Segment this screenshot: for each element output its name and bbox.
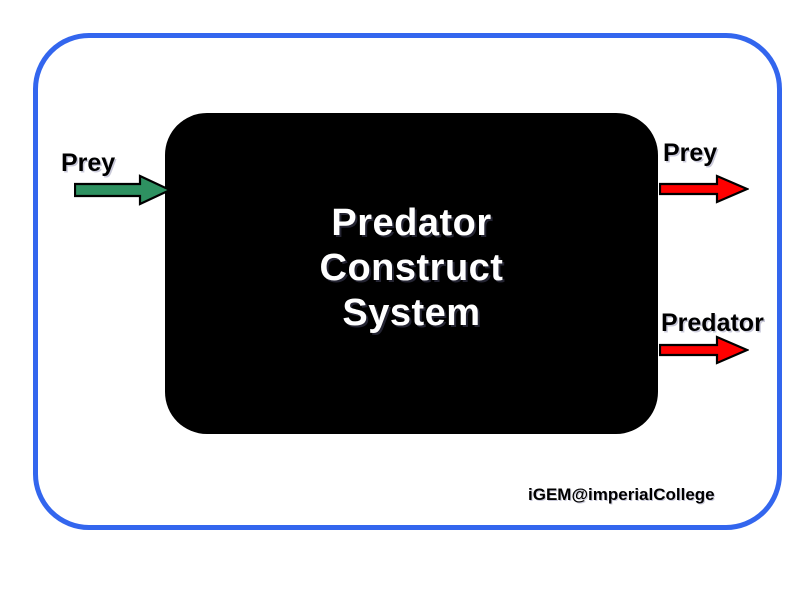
output-prey-arrow-icon xyxy=(659,173,749,205)
system-block-label: Predator Construct System xyxy=(165,201,658,336)
input-prey-arrow-icon xyxy=(74,174,172,206)
system-block-label-line-2: Construct xyxy=(319,247,504,289)
output-predator-arrow-icon xyxy=(659,334,749,366)
output-prey-label: Prey xyxy=(663,139,718,167)
system-block-label-line-1: Predator xyxy=(331,202,492,244)
credit-text: iGEM@imperialCollege xyxy=(528,485,715,504)
system-block-label-line-3: System xyxy=(342,292,481,334)
output-predator-label: Predator xyxy=(661,309,764,337)
system-boundary xyxy=(33,33,782,530)
input-prey-label: Prey xyxy=(61,149,116,177)
predator-construct-system-block: Predator Construct System xyxy=(165,113,658,434)
